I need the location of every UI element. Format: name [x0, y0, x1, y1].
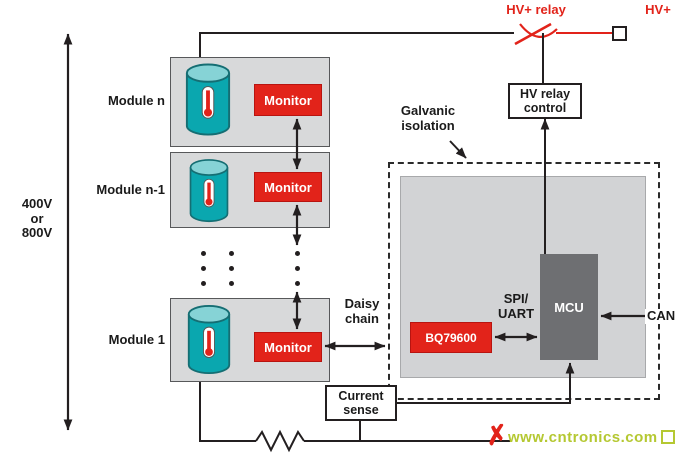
mcu-label: MCU — [554, 299, 584, 315]
ellipsis-dot — [295, 281, 300, 286]
ellipsis-dot — [201, 251, 206, 256]
hv-relay-control-box: HV relay control — [508, 83, 582, 119]
ellipsis-dot — [229, 266, 234, 271]
hv-plus-label: HV+ — [645, 2, 671, 17]
battery-cell-icon — [185, 63, 231, 136]
ellipsis-dot — [201, 266, 206, 271]
hv-relay-control-label: HV relay control — [519, 86, 571, 115]
ellipsis-dot — [201, 281, 206, 286]
galvanic-isolation-boundary — [388, 162, 660, 400]
spi-uart-label: SPI/ UART — [497, 291, 535, 321]
watermark-x-icon: ✗ — [483, 418, 510, 452]
pack-voltage-label: 400V or 800V — [21, 196, 53, 241]
monitor-label: Monitor — [264, 92, 312, 108]
monitor-label: Monitor — [264, 179, 312, 195]
current-sense-mcu-wire — [397, 362, 575, 404]
hv-relay-label: HV+ relay — [506, 2, 566, 17]
monitor-chip-module-n1: Monitor — [254, 172, 322, 202]
hv-bus-wire — [199, 32, 514, 57]
module-1-label: Module 1 — [108, 332, 165, 347]
ellipsis-dot — [295, 266, 300, 271]
bq79600-chip: BQ79600 — [410, 322, 492, 353]
monitor-chip-module-n: Monitor — [254, 84, 322, 116]
bq79600-label: BQ79600 — [425, 330, 477, 345]
monitor-chip-module-1: Monitor — [254, 332, 322, 362]
current-sense-box: Current sense — [325, 385, 397, 421]
watermark-text: www.cntronics.com — [508, 429, 658, 446]
ellipsis-dot — [229, 281, 234, 286]
relay-switch-curve-icon — [519, 23, 558, 38]
daisy-chain-label: Daisy chain — [344, 296, 380, 326]
ellipsis-dot — [229, 251, 234, 256]
can-label: CAN — [645, 308, 678, 324]
watermark-square-icon — [661, 430, 675, 444]
battery-cell-icon — [189, 159, 229, 223]
ellipsis-dot — [295, 251, 300, 256]
galvanic-isolation-label: Galvanic isolation — [400, 103, 456, 133]
hv-plus-terminal — [612, 26, 627, 41]
shunt-resistor-icon — [255, 429, 305, 453]
pack-negative-wire — [199, 382, 256, 442]
module-n1-label: Module n-1 — [96, 182, 165, 197]
galvanic-isolation-pointer-arrow — [449, 140, 467, 159]
current-sense-label: Current sense — [338, 388, 384, 417]
battery-cell-icon — [187, 305, 231, 375]
mcu-chip: MCU — [540, 254, 598, 360]
module-n-label: Module n — [107, 93, 165, 108]
monitor-label: Monitor — [264, 339, 312, 355]
